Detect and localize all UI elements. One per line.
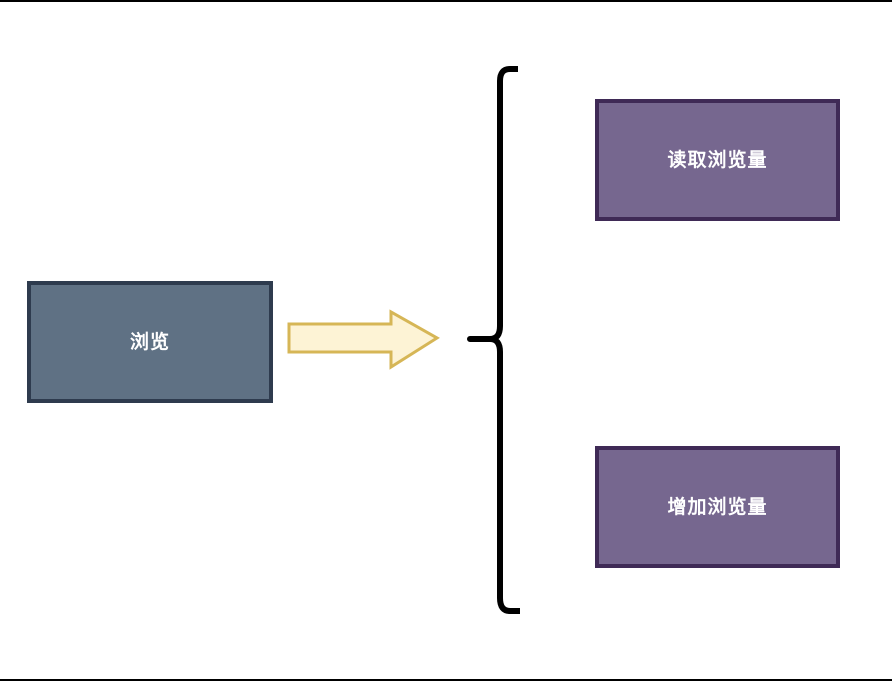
target-node-label: 读取浏览量 (667, 148, 768, 171)
target-node-increase-views[interactable]: 增加浏览量 (595, 446, 840, 568)
source-node-browse[interactable]: 浏览 (27, 281, 273, 403)
source-node-label: 浏览 (129, 330, 170, 353)
top-divider-rule (0, 0, 892, 2)
bottom-divider-rule (0, 679, 892, 681)
block-arrow-right-icon (287, 309, 440, 370)
target-node-label: 增加浏览量 (667, 495, 768, 518)
grouping-brace (462, 58, 522, 624)
left-curly-brace-icon (467, 66, 520, 614)
connector-arrow[interactable] (285, 305, 445, 381)
target-node-read-views[interactable]: 读取浏览量 (595, 99, 840, 221)
